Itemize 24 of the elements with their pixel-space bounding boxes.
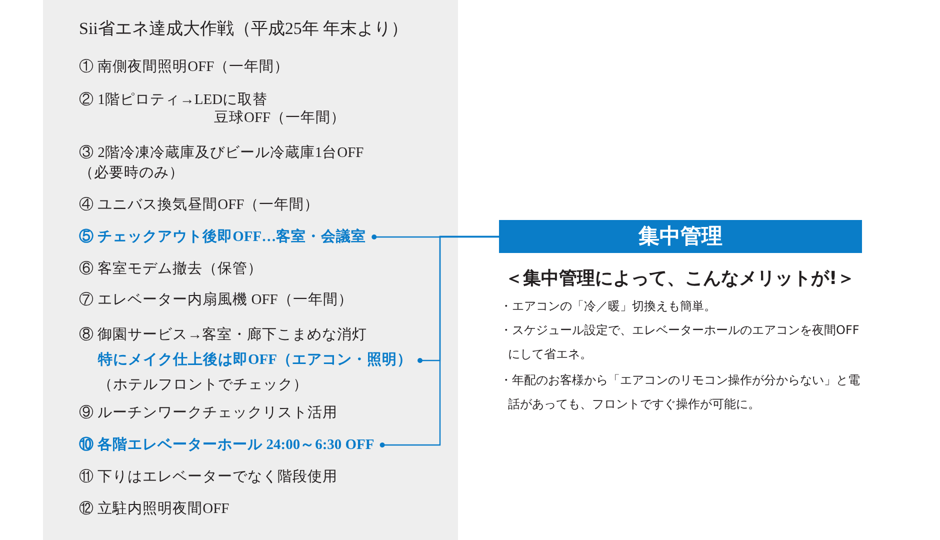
list-item: ⑩ 各階エレベーターホール 24:00～6:30 OFF: [79, 436, 374, 454]
panel: [43, 0, 458, 540]
list-item: ① 南側夜間照明OFF（一年間）: [79, 58, 290, 76]
list-item: ② 1階ピロティ→LEDに取替: [79, 91, 268, 109]
list-item: （ホテルフロントでチェック）: [98, 376, 308, 395]
list-item: ⑫ 立駐内照明夜間OFF: [79, 500, 230, 518]
bullet-text: ・年配のお客様から「エアコンのリモコン操作が分からない」と電話があっても、フロントですぐ操作が可能に。: [500, 372, 860, 413]
list-item: ⑥ 客室モデム撤去（保管）: [79, 260, 263, 278]
connector-line: [372, 234, 499, 240]
list-item: ⑦ エレベーター内扇風機 OFF（一年間）: [79, 291, 353, 309]
list-item: 特にメイク仕上後は即OFF（エアコン・照明）: [98, 350, 412, 370]
panel-title: Sii省エネ達成大作戦（平成25年 年末より）: [79, 20, 408, 38]
bullet-text: ・エアコンの「冷／暖」切換えも簡単。: [500, 298, 717, 315]
list-item: ⑨ ルーチンワークチェックリスト活用: [79, 404, 338, 422]
list-item: ⑧ 御園サービス→客室・廊下こまめな消灯: [79, 326, 368, 345]
list-item: ⑪ 下りはエレベーターでなく階段使用: [79, 468, 338, 486]
list-item: ⑤ チェックアウト後即OFF…客室・会議室: [79, 228, 366, 246]
bullet-text: ・スケジュール設定で、エレベーターホールのエアコンを夜間OFFにして省エネ。: [500, 322, 860, 363]
connector-line: [380, 236, 499, 448]
list-item: 豆球OFF（一年間）: [214, 109, 346, 127]
list-item: ③ 2階冷凍冷蔵庫及びビール冷蔵庫1台OFF（必要時のみ）: [79, 143, 379, 183]
header-box: 集中管理: [499, 220, 862, 253]
subheading: ＜集中管理によって、こんなメリットが!＞: [505, 267, 856, 291]
list-item: ④ ユニバス換気昼間OFF（一年間）: [79, 196, 320, 214]
